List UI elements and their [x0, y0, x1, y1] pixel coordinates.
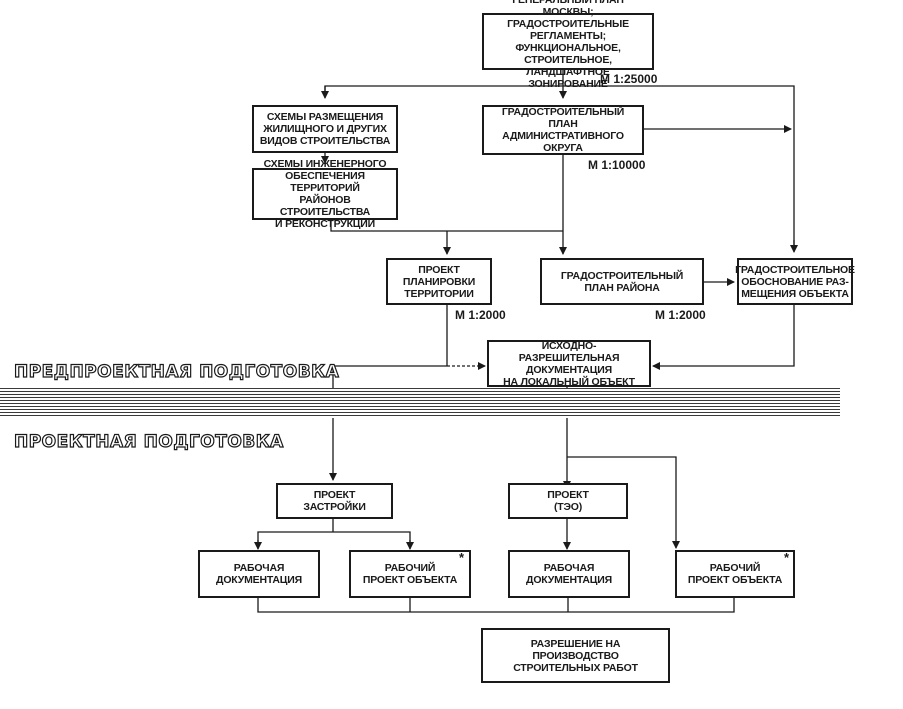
connector — [257, 598, 735, 613]
box-construction-permit: РАЗРЕШЕНИЕ НА ПРОИЗВОДСТВО СТРОИТЕЛЬНЫХ … — [481, 628, 670, 683]
box-placement-justification: ГРАДОСТРОИТЕЛЬНОЕ ОБОСНОВАНИЕ РАЗ- МЕЩЕН… — [735, 258, 855, 305]
connector — [329, 365, 447, 481]
box-permit-docs: ИСХОДНО-РАЗРЕШИТЕЛЬНАЯ ДОКУМЕНТАЦИЯ НА Л… — [487, 340, 651, 388]
footnote-asterisk: * — [459, 550, 465, 565]
connector — [330, 220, 563, 232]
scale-general: М 1:25000 — [600, 72, 658, 86]
box-development-project: ПРОЕКТ ЗАСТРОЙКИ — [276, 483, 393, 519]
stage-divider-band — [0, 388, 840, 418]
box-working-docs-1: РАБОЧАЯ ДОКУМЕНТАЦИЯ — [198, 550, 320, 598]
footnote-asterisk: * — [784, 550, 790, 565]
box-engineering-schemes: СХЕМЫ ИНЖЕНЕРНОГО ОБЕСПЕЧЕНИЯ ТЕРРИТОРИЙ… — [252, 158, 398, 230]
box-general-plan: ГЕНЕРАЛЬНЫЙ ПЛАН МОСКВЫ; ГРАДОСТРОИТЕЛЬН… — [482, 0, 654, 90]
box-working-project-2: РАБОЧИЙ ПРОЕКТ ОБЪЕКТА — [675, 550, 795, 598]
box-area-plan: ГРАДОСТРОИТЕЛЬНЫЙ ПЛАН РАЙОНА — [540, 258, 704, 305]
box-feasibility-project: ПРОЕКТ (ТЭО) — [508, 483, 628, 519]
stage-label-pre-design: ПРЕДПРОЕКТНАЯ ПОДГОТОВКА — [13, 361, 340, 382]
scale-district: М 1:10000 — [588, 158, 646, 172]
scale-planning: М 1:2000 — [455, 308, 506, 322]
box-district-plan: ГРАДОСТРОИТЕЛЬНЫЙ ПЛАН АДМИНИСТРАТИВНОГО… — [482, 105, 644, 155]
connector — [567, 456, 680, 549]
box-planning-project: ПРОЕКТ ПЛАНИРОВКИ ТЕРРИТОРИИ — [386, 258, 492, 305]
box-working-docs-2: РАБОЧАЯ ДОКУМЕНТАЦИЯ — [508, 550, 630, 598]
box-working-project-1: РАБОЧИЙ ПРОЕКТ ОБЪЕКТА — [349, 550, 471, 598]
box-housing-schemes: СХЕМЫ РАЗМЕЩЕНИЯ ЖИЛИЩНОГО И ДРУГИХ ВИДО… — [252, 105, 398, 153]
scale-area: М 1:2000 — [655, 308, 706, 322]
connector — [652, 305, 795, 370]
connector — [257, 531, 411, 548]
stage-label-design: ПРОЕКТНАЯ ПОДГОТОВКА — [13, 431, 284, 452]
